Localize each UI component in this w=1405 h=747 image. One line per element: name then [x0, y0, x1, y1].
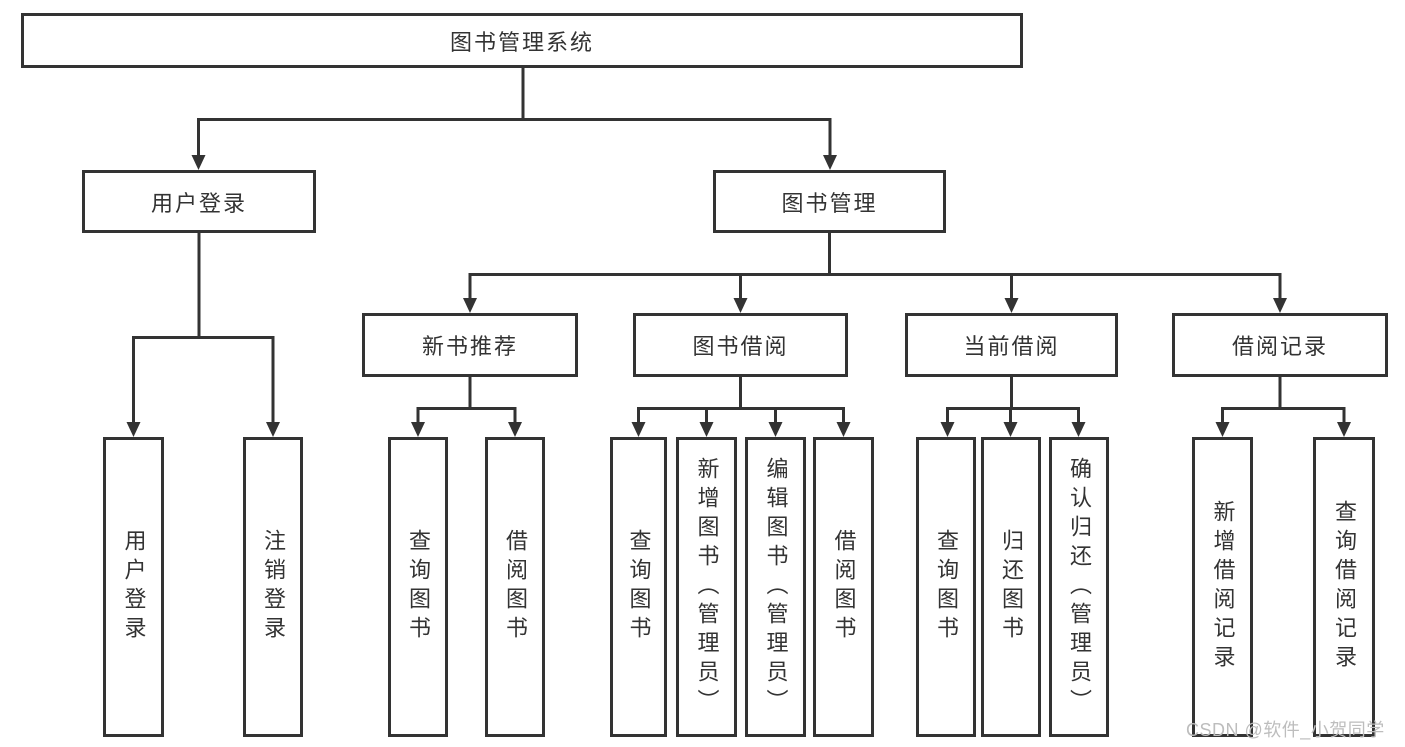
edge-newrec-to-leaves: [411, 377, 522, 437]
arrowhead: [1337, 422, 1351, 437]
node-label: 注销登录: [261, 529, 286, 645]
node-label: 借阅图书: [503, 529, 528, 645]
edge-line: [197, 68, 832, 156]
arrowhead: [768, 422, 783, 437]
edge-line: [416, 377, 517, 423]
node-label: 查询图书: [934, 529, 959, 645]
leaf-add-books-admin: 新增图书（管理员）: [676, 437, 737, 737]
node-user-login: 用户登录: [82, 170, 316, 233]
arrowhead: [508, 422, 522, 437]
leaf-borrow-books-recommendation: 借阅图书: [485, 437, 545, 737]
leaf-query-borrow-record: 查询借阅记录: [1313, 437, 1375, 737]
node-root-library-system: 图书管理系统: [21, 13, 1023, 68]
arrowhead: [940, 422, 955, 437]
arrowhead: [1004, 298, 1019, 313]
arrowhead: [1215, 422, 1230, 437]
arrowhead: [191, 155, 206, 170]
leaf-query-books-current: 查询图书: [916, 437, 976, 737]
node-label: 图书管理: [781, 190, 878, 216]
node-label: 归还图书: [999, 529, 1024, 645]
edge-currentborrow-to-leaves: [940, 377, 1086, 437]
edge-bookmgmt-to-level3: [463, 233, 1287, 313]
edge-userlogin-to-leaves: [126, 233, 280, 437]
node-label: 用户登录: [150, 190, 247, 216]
arrowhead: [126, 422, 141, 437]
leaf-query-books-recommendation: 查询图书: [388, 437, 448, 737]
node-label: 借阅图书: [831, 529, 857, 645]
node-label: 用户登录: [121, 529, 147, 645]
arrowhead: [1003, 422, 1018, 437]
node-label: 查询图书: [626, 529, 652, 645]
node-book-management: 图书管理: [713, 170, 946, 233]
edge-line: [637, 377, 845, 423]
node-current-borrowing: 当前借阅: [905, 313, 1118, 377]
leaf-user-login: 用户登录: [103, 437, 164, 737]
node-label: 图书借阅: [692, 334, 789, 359]
leaf-add-borrow-record: 新增借阅记录: [1192, 437, 1253, 737]
arrowhead: [1273, 298, 1287, 313]
arrowhead: [463, 298, 477, 313]
node-borrowing-records: 借阅记录: [1172, 313, 1388, 377]
node-label: 查询图书: [406, 529, 431, 645]
leaf-query-books-borrowing: 查询图书: [610, 437, 667, 737]
arrowhead: [1071, 422, 1086, 437]
node-book-borrowing: 图书借阅: [633, 313, 848, 377]
edge-line: [946, 377, 1080, 423]
leaf-edit-books-admin: 编辑图书（管理员）: [745, 437, 806, 737]
node-label: 新增借阅记录: [1210, 500, 1236, 674]
leaf-logout-login: 注销登录: [243, 437, 303, 737]
arrowhead: [699, 422, 714, 437]
arrowhead: [411, 422, 425, 437]
arrowhead: [733, 298, 748, 313]
edge-line: [1221, 377, 1346, 423]
arrowhead: [631, 422, 646, 437]
edge-line: [132, 233, 275, 423]
edge-root-to-level2: [191, 68, 837, 170]
arrowhead: [836, 422, 851, 437]
csdn-watermark: CSDN @软件_小贺同学: [1186, 720, 1385, 740]
node-label: 新书推荐: [421, 334, 518, 359]
edge-records-to-leaves: [1215, 377, 1351, 437]
arrowhead: [266, 422, 280, 437]
edge-line: [468, 233, 1282, 299]
arrowhead: [823, 155, 837, 170]
node-label: 借阅记录: [1231, 334, 1328, 359]
node-label: 确认归还（管理员）: [1067, 456, 1092, 718]
node-label: 图书管理系统: [449, 29, 594, 55]
node-label: 查询借阅记录: [1332, 500, 1357, 674]
leaf-borrow-books-borrowing: 借阅图书: [813, 437, 874, 737]
node-label: 编辑图书（管理员）: [763, 456, 789, 718]
leaf-confirm-return-admin: 确认归还（管理员）: [1049, 437, 1109, 737]
node-label: 当前借阅: [963, 334, 1060, 359]
edge-bookborrow-to-leaves: [631, 377, 851, 437]
node-label: 新增图书（管理员）: [694, 456, 720, 718]
leaf-return-books: 归还图书: [981, 437, 1041, 737]
node-new-book-recommendation: 新书推荐: [362, 313, 578, 377]
